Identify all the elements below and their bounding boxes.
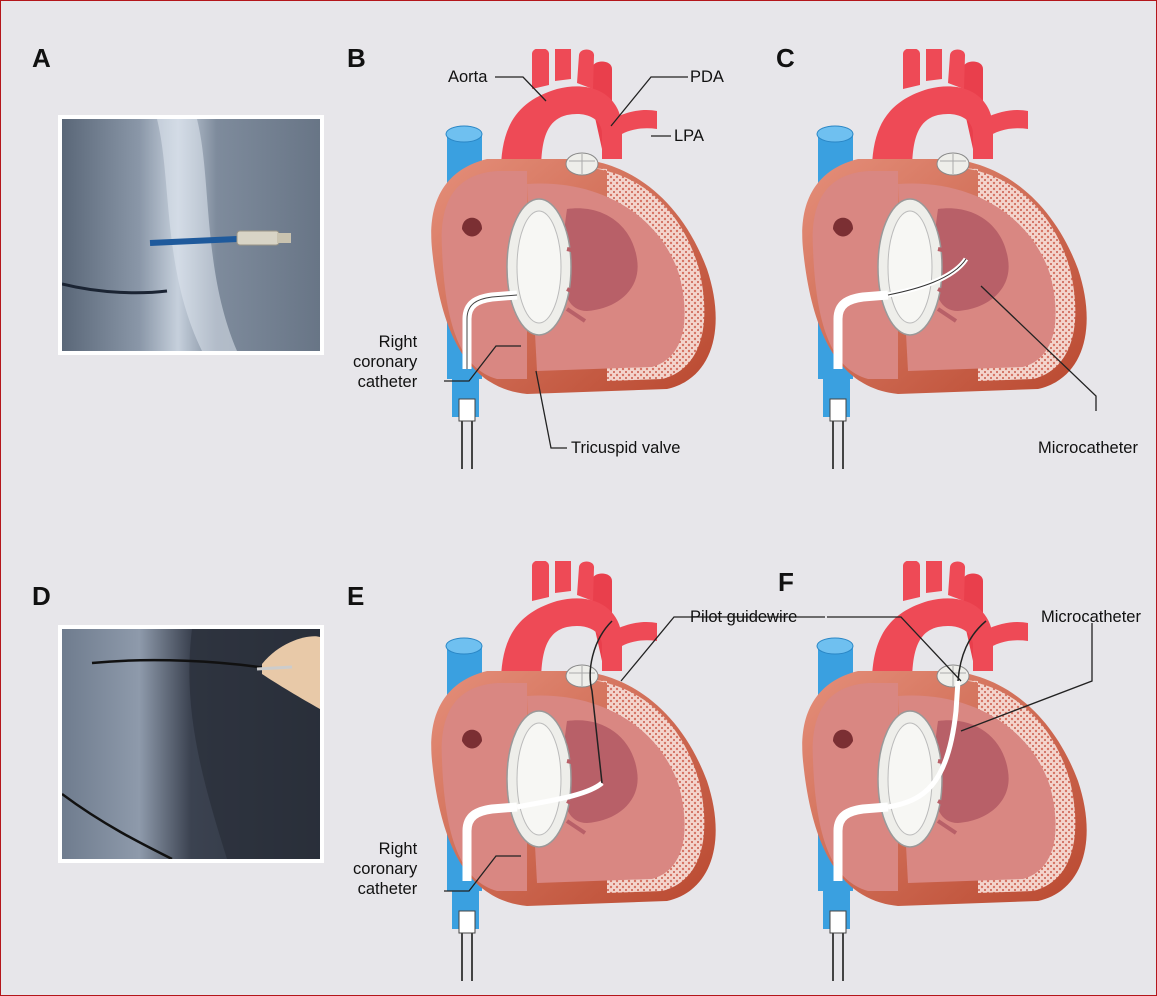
microcatheter-label-c: Microcatheter [1038, 438, 1138, 458]
tricuspid-valve-label: Tricuspid valve [571, 438, 680, 458]
right-coronary-catheter-label-b: Right coronary catheter [353, 332, 417, 392]
aorta-label: Aorta [448, 67, 487, 87]
pda-label: PDA [690, 67, 724, 87]
right-coronary-catheter-label-e: Right coronary catheter [353, 839, 417, 899]
microcatheter-label-f: Microcatheter [1041, 607, 1141, 627]
pilot-guidewire-label: Pilot guidewire [690, 607, 797, 627]
lpa-label: LPA [674, 126, 704, 146]
